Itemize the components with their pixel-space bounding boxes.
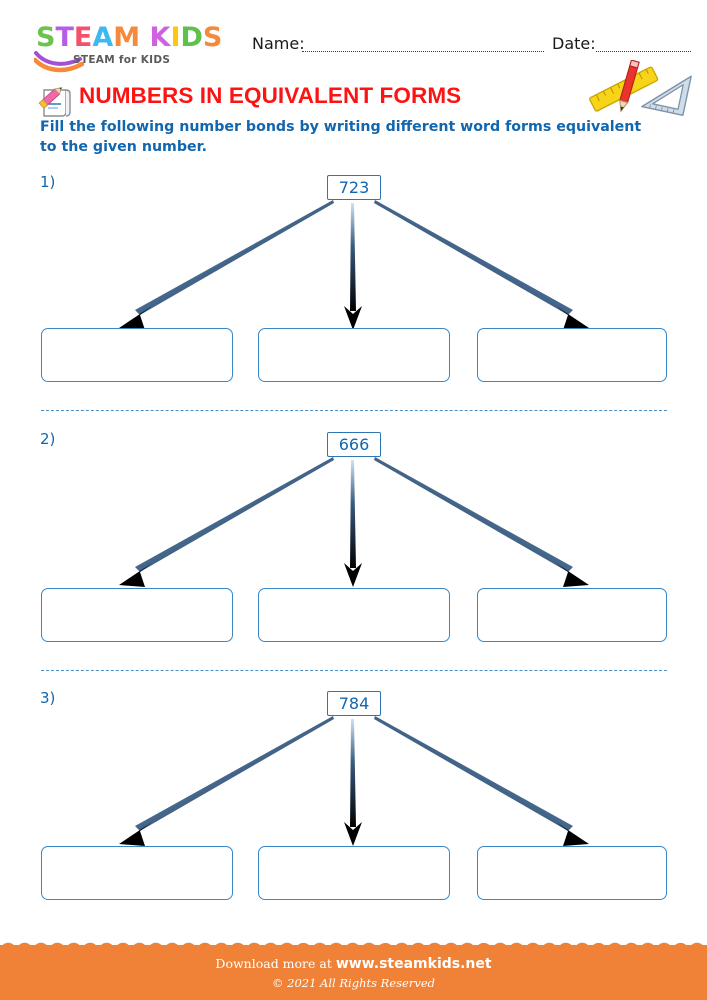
name-input-line[interactable]: [302, 51, 544, 52]
problem-index: 3): [40, 689, 56, 707]
footer-copyright: © 2021 All Rights Reserved: [271, 976, 435, 990]
footer-website-link[interactable]: www.steamkids.net: [335, 956, 492, 972]
number-bond-arrows: [119, 200, 589, 330]
title-row: NUMBERS IN EQUIVALENT FORMS: [0, 80, 707, 117]
number-bond-arrows: [119, 457, 589, 587]
footer-download-prefix: Download more at: [215, 956, 336, 971]
section-divider: [41, 410, 667, 411]
logo-letter: K: [149, 22, 171, 53]
logo-letter: [140, 24, 149, 52]
answer-box[interactable]: [41, 846, 233, 900]
ruler-pencil-setsquare-icon: [589, 60, 692, 117]
page-header: STEAM KIDS STEAM for KIDS Name: Date:: [0, 0, 707, 78]
problem-index: 2): [40, 430, 56, 448]
problem-2: 2) 666: [0, 430, 707, 671]
number-bond-arrows: [119, 716, 589, 846]
logo-wordmark: STEAM KIDS: [36, 24, 222, 52]
name-date-row: Name: Date:: [252, 34, 692, 60]
answer-box[interactable]: [477, 846, 667, 900]
logo-letter: T: [55, 22, 74, 53]
answer-box[interactable]: [41, 328, 233, 382]
logo-letter: S: [36, 22, 56, 53]
logo-letter: A: [92, 22, 114, 53]
scallop-path: [0, 942, 707, 952]
logo-letter: D: [180, 22, 203, 53]
answer-box[interactable]: [477, 328, 667, 382]
answer-box[interactable]: [41, 588, 233, 642]
logo-swoosh-icon: [34, 51, 84, 73]
number-bond-value: 723: [327, 175, 381, 200]
notepad-pencil-icon: [38, 87, 71, 117]
section-divider: [41, 670, 667, 671]
answer-box[interactable]: [258, 328, 450, 382]
logo-subtitle: STEAM for KIDS: [73, 54, 171, 66]
page-footer: Download more at www.steamkids.net © 202…: [0, 938, 707, 1000]
page-title: NUMBERS IN EQUIVALENT FORMS: [79, 83, 462, 108]
date-input-line[interactable]: [596, 51, 691, 52]
steam-kids-logo: STEAM KIDS STEAM for KIDS: [34, 24, 236, 74]
name-label: Name:: [252, 34, 305, 53]
footer-download-text: Download more at www.steamkids.net: [0, 956, 707, 972]
footer-body: Download more at www.steamkids.net © 202…: [0, 950, 707, 1000]
logo-letter: E: [73, 22, 93, 53]
instructions-text: Fill the following number bonds by writi…: [40, 119, 642, 155]
number-bond-value: 666: [327, 432, 381, 457]
answer-box[interactable]: [258, 846, 450, 900]
logo-letter: M: [113, 22, 141, 53]
logo-letter: I: [170, 22, 181, 53]
answer-box[interactable]: [258, 588, 450, 642]
date-label: Date:: [552, 34, 596, 53]
logo-letter: S: [202, 22, 223, 53]
answer-box[interactable]: [477, 588, 667, 642]
scallop-edge: [0, 942, 707, 952]
problem-3: 3) 784: [0, 689, 707, 904]
problem-1: 1) 723: [0, 173, 707, 411]
problem-index: 1): [40, 173, 56, 191]
number-bond-value: 784: [327, 691, 381, 716]
